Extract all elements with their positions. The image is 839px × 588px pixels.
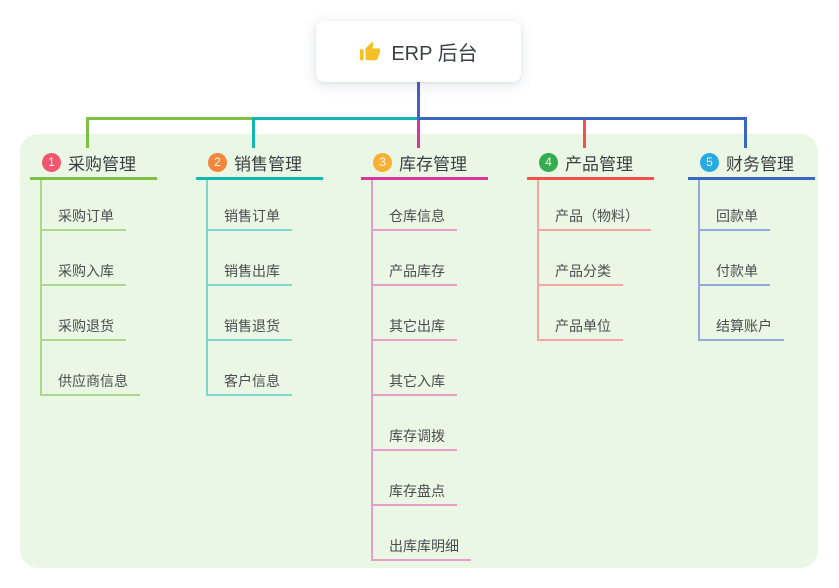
connector-line [417,120,420,148]
connector-line [583,120,586,148]
child-node[interactable]: 出库库明细 [371,533,471,561]
child-node[interactable]: 供应商信息 [40,368,140,396]
branch-number-badge: 5 [700,152,719,172]
connector-line [86,117,89,148]
branch-child-rail [537,180,539,341]
connector-line [417,117,747,120]
child-node[interactable]: 库存调拨 [371,423,457,451]
branch-label: 产品管理 [565,154,633,174]
branch-node-1[interactable]: 1 采购管理 [30,147,157,180]
branch-child-rail [698,180,700,341]
child-node[interactable]: 其它入库 [371,368,457,396]
child-node[interactable]: 仓库信息 [371,203,457,231]
child-node[interactable]: 库存盘点 [371,478,457,506]
connector-line [417,82,420,120]
branch-number-badge: 3 [373,152,392,172]
child-node[interactable]: 回款单 [698,203,770,231]
root-node[interactable]: ERP 后台 [316,21,521,82]
branch-label: 库存管理 [399,154,467,174]
branch-label: 销售管理 [234,154,302,174]
connector-line [252,117,255,148]
child-node[interactable]: 采购订单 [40,203,126,231]
branch-label: 采购管理 [68,154,136,174]
branch-number-badge: 1 [42,152,61,172]
branch-node-3[interactable]: 3 库存管理 [361,147,488,180]
branch-label: 财务管理 [726,154,794,174]
branches-background-panel [20,134,818,568]
child-node[interactable]: 付款单 [698,258,770,286]
child-node[interactable]: 产品单位 [537,313,623,341]
child-node[interactable]: 销售出库 [206,258,292,286]
child-node[interactable]: 产品（物料） [537,203,651,231]
branch-child-rail [206,180,208,396]
root-node-label: ERP 后台 [391,43,478,65]
child-node[interactable]: 结算账户 [698,313,784,341]
branch-node-4[interactable]: 4 产品管理 [527,147,654,180]
branch-child-rail [40,180,42,396]
child-node[interactable]: 销售订单 [206,203,292,231]
branch-number-badge: 2 [208,152,227,172]
child-node[interactable]: 采购退货 [40,313,126,341]
child-node[interactable]: 客户信息 [206,368,292,396]
child-node[interactable]: 采购入库 [40,258,126,286]
connector-line [86,117,255,120]
branch-node-2[interactable]: 2 销售管理 [196,147,323,180]
branch-child-rail [371,180,373,561]
child-node[interactable]: 其它出库 [371,313,457,341]
child-node[interactable]: 产品分类 [537,258,623,286]
branch-number-badge: 4 [539,152,558,172]
connector-line [744,117,747,148]
child-node[interactable]: 产品库存 [371,258,457,286]
child-node[interactable]: 销售退货 [206,313,292,341]
connector-line [252,117,419,120]
thumbs-up-icon [360,41,381,60]
branch-node-5[interactable]: 5 财务管理 [688,147,815,180]
